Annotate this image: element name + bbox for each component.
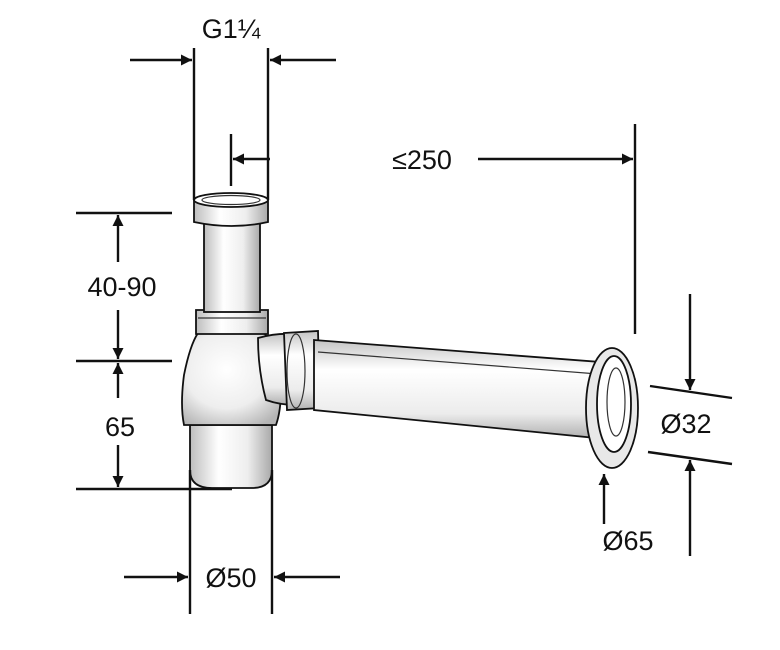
dimension-rosette-diameter: Ø65 bbox=[598, 474, 654, 556]
dimension-max-length: ≤250 bbox=[229, 124, 637, 334]
height-adjust-label: 40-90 bbox=[87, 272, 156, 302]
max-length-label: ≤250 bbox=[392, 145, 452, 175]
dimension-pipe-diameter: Ø32 bbox=[647, 294, 733, 556]
dimension-heights: 40-90 65 bbox=[76, 211, 232, 491]
rosette-diameter-label: Ø65 bbox=[602, 526, 653, 556]
pipe-diameter-label: Ø32 bbox=[660, 409, 711, 439]
trap-height-label: 65 bbox=[105, 412, 135, 442]
trap-body bbox=[181, 309, 321, 489]
wall-pipe bbox=[313, 339, 601, 439]
dimension-body-diameter: Ø50 bbox=[124, 470, 340, 614]
dimension-thread: G1¼ bbox=[130, 14, 336, 200]
body-diameter-label: Ø50 bbox=[205, 563, 256, 593]
wall-rosette bbox=[585, 347, 639, 469]
inlet-tube bbox=[193, 192, 269, 313]
thread-label: G1¼ bbox=[202, 14, 261, 44]
